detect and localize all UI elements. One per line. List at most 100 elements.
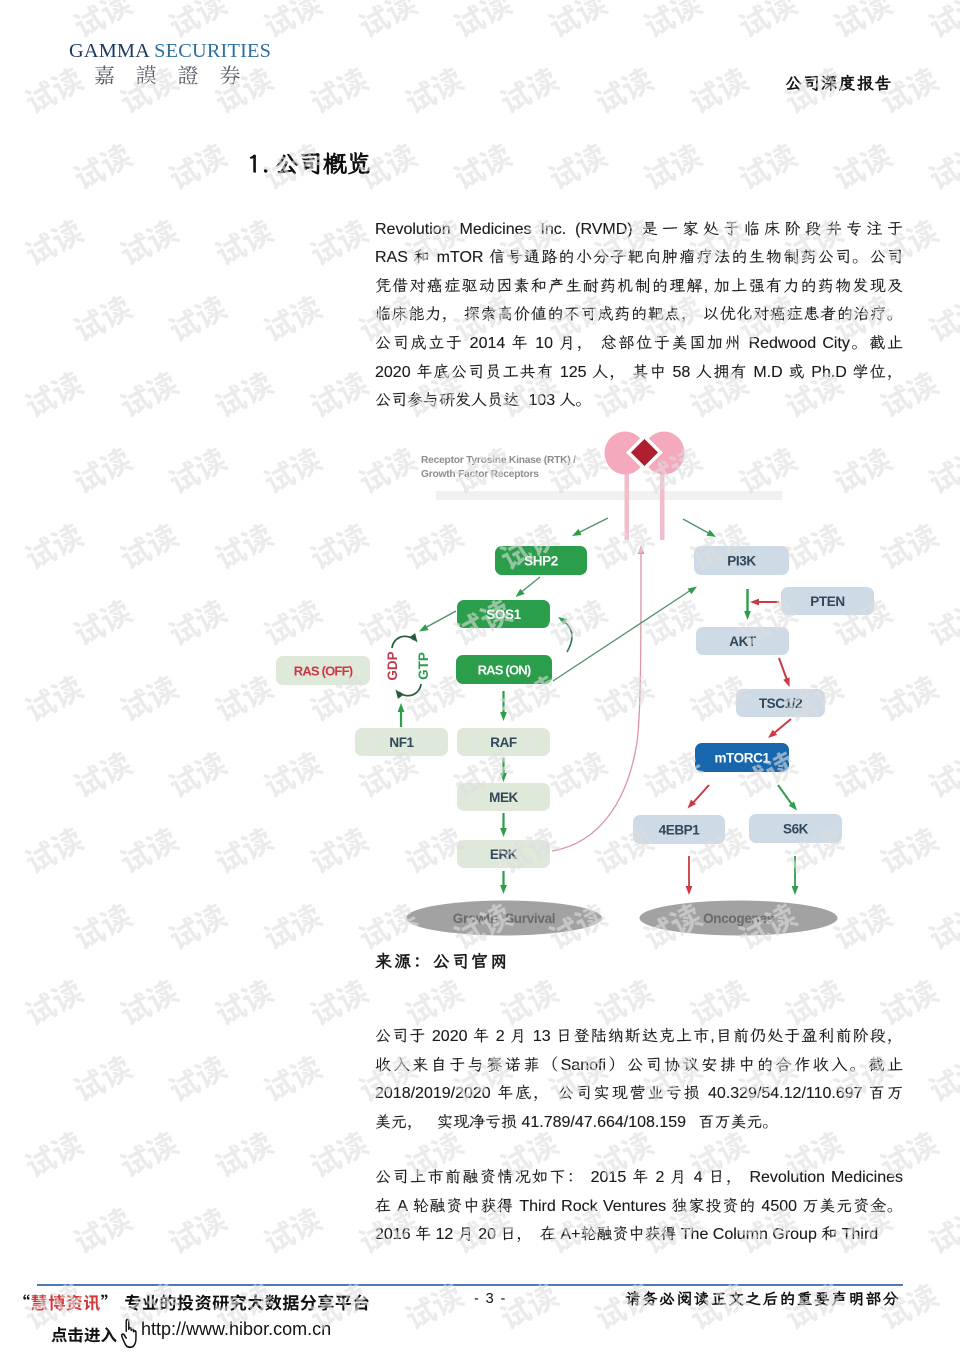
svg-text:试读: 试读 (920, 1043, 960, 1110)
svg-text:试读: 试读 (16, 511, 90, 578)
svg-text:试读: 试读 (111, 815, 185, 882)
svg-text:试读: 试读 (301, 55, 375, 122)
svg-text:试读: 试读 (16, 663, 90, 730)
svg-text:试读: 试读 (920, 1347, 960, 1357)
svg-text:试读: 试读 (255, 283, 329, 350)
svg-text:试读: 试读 (65, 283, 139, 350)
svg-text:NF1: NF1 (389, 735, 414, 750)
svg-text:PTEN: PTEN (810, 594, 844, 609)
svg-text:试读: 试读 (160, 1347, 234, 1357)
svg-text:试读: 试读 (301, 207, 375, 274)
svg-text:试读: 试读 (160, 435, 234, 502)
svg-text:RAS (ON): RAS (ON) (478, 663, 531, 678)
svg-text:试读: 试读 (540, 0, 614, 47)
svg-text:试读: 试读 (160, 739, 234, 806)
svg-text:试读: 试读 (255, 1043, 329, 1110)
svg-text:试读: 试读 (16, 1119, 90, 1186)
svg-text:TSC1/2: TSC1/2 (759, 696, 802, 711)
svg-text:试读: 试读 (301, 1119, 375, 1186)
svg-text:试读: 试读 (206, 663, 280, 730)
svg-text:试读: 试读 (206, 207, 280, 274)
svg-text:试读: 试读 (920, 0, 960, 47)
svg-text:试读: 试读 (635, 1347, 709, 1357)
svg-text:试读: 试读 (206, 815, 280, 882)
svg-text:试读: 试读 (16, 967, 90, 1034)
svg-text:试读: 试读 (635, 131, 709, 198)
svg-text:RAF: RAF (490, 735, 517, 750)
svg-text:试读: 试读 (111, 207, 185, 274)
svg-text:试读: 试读 (730, 0, 804, 47)
svg-text:试读: 试读 (255, 1195, 329, 1262)
svg-text:试读: 试读 (206, 359, 280, 426)
svg-text:试读: 试读 (111, 511, 185, 578)
svg-text:试读: 试读 (920, 891, 960, 958)
svg-text:试读: 试读 (540, 131, 614, 198)
svg-text:试读: 试读 (206, 967, 280, 1034)
svg-text:ERK: ERK (490, 847, 518, 862)
svg-text:试读: 试读 (65, 891, 139, 958)
svg-text:试读: 试读 (396, 55, 470, 122)
svg-text:试读: 试读 (16, 55, 90, 122)
svg-text:试读: 试读 (16, 815, 90, 882)
svg-text:Receptor Tyrosine Kinase (RTK): Receptor Tyrosine Kinase (RTK) / (421, 455, 576, 466)
svg-text:Oncogenes: Oncogenes (703, 911, 774, 926)
svg-text:试读: 试读 (920, 587, 960, 654)
svg-text:试读: 试读 (825, 0, 899, 47)
svg-text:试读: 试读 (111, 967, 185, 1034)
svg-text:试读: 试读 (920, 1195, 960, 1262)
svg-text:Growth, Survival: Growth, Survival (453, 911, 555, 926)
svg-text:RAS (OFF): RAS (OFF) (294, 664, 353, 679)
svg-text:试读: 试读 (16, 359, 90, 426)
svg-text:试读: 试读 (65, 1195, 139, 1262)
svg-text:试读: 试读 (206, 1119, 280, 1186)
svg-text:试读: 试读 (920, 435, 960, 502)
svg-text:试读: 试读 (920, 283, 960, 350)
svg-text:试读: 试读 (825, 1347, 899, 1357)
svg-text:试读: 试读 (16, 207, 90, 274)
svg-text:试读: 试读 (160, 587, 234, 654)
svg-text:GDP: GDP (385, 651, 400, 680)
svg-text:试读: 试读 (111, 359, 185, 426)
svg-text:试读: 试读 (111, 663, 185, 730)
svg-text:Growth Factor Receptors: Growth Factor Receptors (421, 469, 539, 480)
svg-text:S6K: S6K (783, 822, 809, 837)
svg-text:试读: 试读 (350, 1347, 424, 1357)
svg-text:试读: 试读 (160, 1043, 234, 1110)
svg-text:试读: 试读 (920, 739, 960, 806)
svg-text:试读: 试读 (350, 0, 424, 47)
svg-text:试读: 试读 (160, 283, 234, 350)
svg-text:试读: 试读 (540, 1347, 614, 1357)
svg-text:试读: 试读 (65, 435, 139, 502)
svg-text:试读: 试读 (65, 739, 139, 806)
svg-text:试读: 试读 (301, 967, 375, 1034)
svg-text:试读: 试读 (206, 511, 280, 578)
svg-text:AKT: AKT (729, 634, 757, 649)
svg-text:试读: 试读 (255, 1347, 329, 1357)
svg-text:GTP: GTP (416, 652, 431, 680)
svg-text:试读: 试读 (730, 131, 804, 198)
svg-text:试读: 试读 (635, 0, 709, 47)
svg-text:试读: 试读 (586, 55, 660, 122)
svg-text:试读: 试读 (681, 55, 755, 122)
svg-text:SOS1: SOS1 (486, 607, 521, 622)
svg-text:试读: 试读 (396, 1271, 470, 1338)
svg-text:MEK: MEK (489, 790, 518, 805)
svg-text:试读: 试读 (65, 587, 139, 654)
svg-text:试读: 试读 (160, 891, 234, 958)
svg-text:试读: 试读 (491, 55, 565, 122)
svg-text:试读: 试读 (65, 1043, 139, 1110)
svg-text:试读: 试读 (301, 359, 375, 426)
svg-text:试读: 试读 (825, 131, 899, 198)
svg-text:4EBP1: 4EBP1 (659, 823, 701, 838)
svg-text:试读: 试读 (920, 131, 960, 198)
svg-text:试读: 试读 (65, 131, 139, 198)
svg-text:mTORC1: mTORC1 (714, 751, 770, 766)
svg-text:试读: 试读 (111, 1119, 185, 1186)
svg-text:试读: 试读 (445, 131, 519, 198)
svg-text:试读: 试读 (160, 1195, 234, 1262)
svg-text:SHP2: SHP2 (524, 554, 558, 569)
svg-text:试读: 试读 (730, 1347, 804, 1357)
svg-text:试读: 试读 (445, 0, 519, 47)
svg-text:试读: 试读 (160, 131, 234, 198)
svg-text:试读: 试读 (445, 1347, 519, 1357)
